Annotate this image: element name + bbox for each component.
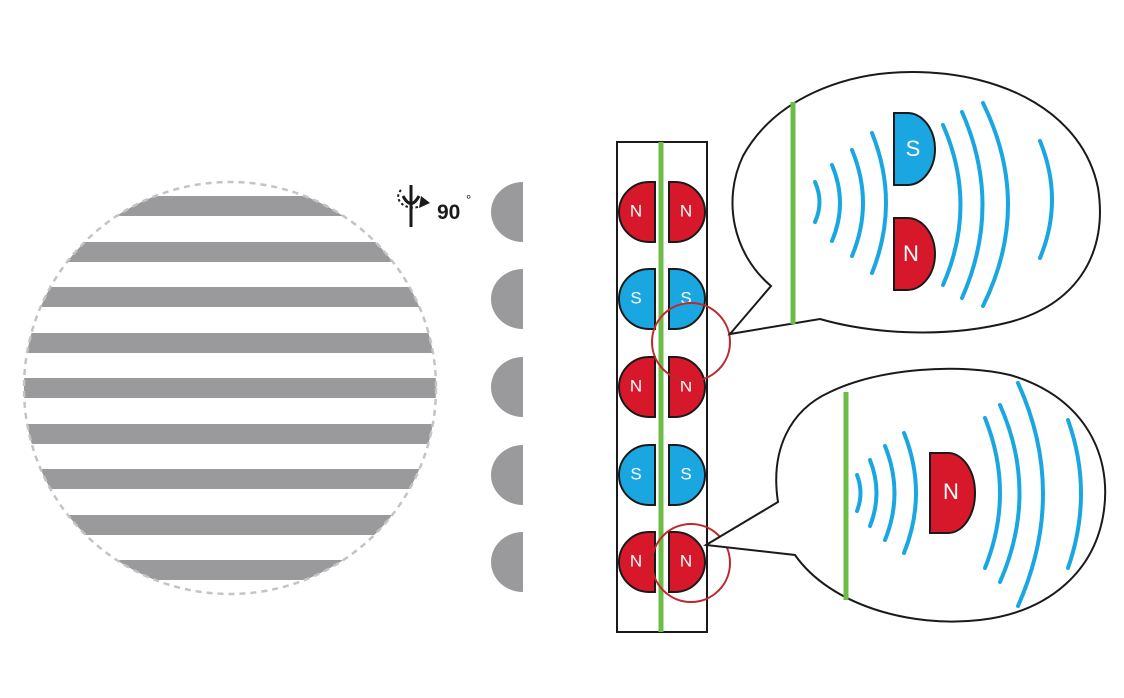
field-line [983,416,1002,570]
gray-magnet-column [491,182,523,592]
gray-magnet [491,357,523,417]
pole-label: S [630,464,641,483]
magnet-pole-right [668,444,706,506]
pole-label: N [630,551,642,570]
magnet-pole-right [668,356,706,418]
disc-stripe [24,424,436,444]
pole-label: N [630,376,642,395]
callout-bottom: N [702,367,1107,623]
pole-label: S [680,464,691,483]
callout-bubble [727,70,1101,336]
rotate-axis-icon [397,185,430,227]
disc-stripe [24,196,436,216]
pole-label: N [630,201,642,220]
field-line [855,473,863,513]
pole-label: N [680,551,692,570]
pole-label: S [680,288,691,307]
disc-stripe [24,515,436,535]
field-line [1038,139,1054,260]
rotation-unit: ° [466,192,471,207]
callout-pole-north [893,217,936,291]
rotation-value: 90 [437,201,460,224]
field-line [1066,418,1083,570]
magnet-pole-left [618,268,656,330]
field-line [1016,381,1045,608]
rotation-indicator: 90 ° [397,185,471,227]
field-line [850,148,865,258]
magnet-pole-right [668,268,706,330]
disc-stripe [24,560,436,580]
callout-pole-south [893,112,936,186]
callout-bubble [702,367,1107,623]
gray-magnet [491,532,523,592]
disc-stripe [24,287,436,307]
highlight-circle-top [651,302,731,382]
callout-pole-label: N [943,479,959,504]
striped-disc [22,180,438,596]
field-lines [813,101,1054,308]
callout-pole-north [929,452,976,534]
pole-label: N [680,201,692,220]
disc-stripe [24,378,436,398]
field-line [902,431,918,555]
magnet-pole-left [618,356,656,418]
disc-stripe [24,469,436,489]
highlight-circle-bottom [651,523,731,603]
field-line [998,403,1022,584]
field-line [868,458,879,528]
gray-magnet [491,182,523,242]
field-line [981,101,1010,308]
disc-stripe [24,333,436,353]
gray-magnet [491,269,523,329]
magnet-pole-left [618,181,656,243]
pole-label: S [630,288,641,307]
magnet-pole-left [618,531,656,593]
callout-pole-label: N [903,241,919,266]
magnet-column: N N S S N N S S N N [616,141,708,633]
field-lines [855,381,1083,608]
field-line [830,163,842,243]
field-line [941,123,963,287]
magnet-pole-left [618,444,656,506]
callout-top: S N [727,70,1101,336]
gray-magnet [491,445,523,505]
field-line [870,131,888,275]
callout-pole-label: S [906,136,921,161]
field-line [960,110,985,300]
disc-stripes [24,196,436,580]
magnet-pole-right [668,531,706,593]
disc-outline [22,180,438,596]
disc-stripe [24,242,436,262]
magnet-pole-right [668,181,706,243]
field-line [813,180,822,224]
field-line [883,444,897,542]
